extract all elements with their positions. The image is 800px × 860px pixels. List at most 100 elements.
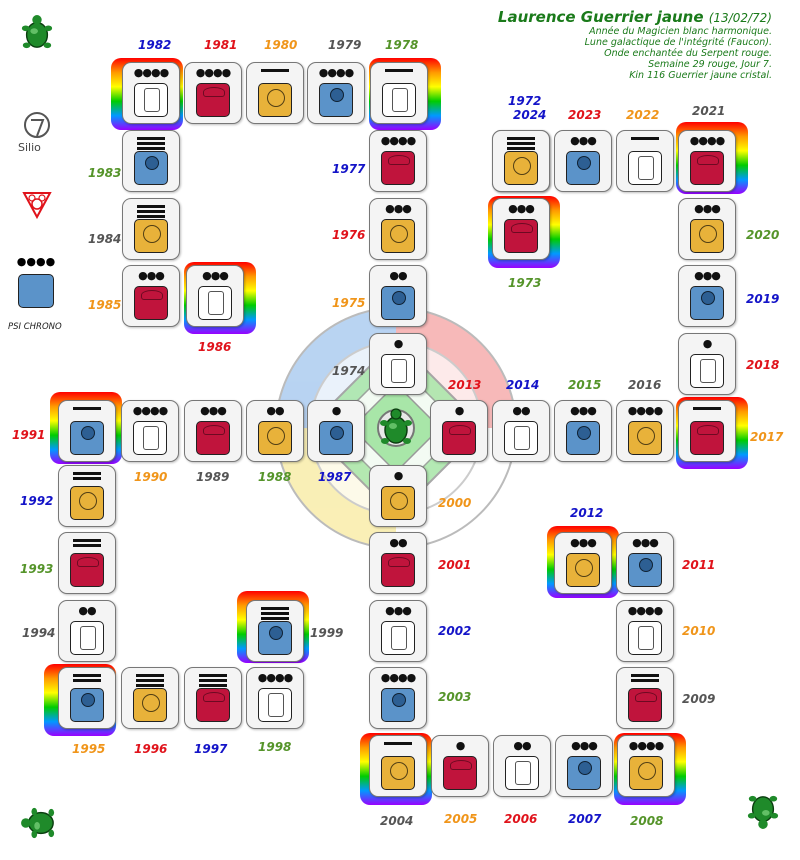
tone-dots: ●●● [385,202,412,215]
tone-bar [73,679,101,682]
tile-1981: ●●●● [184,62,242,124]
tile-1975: ●● [369,265,427,327]
tone-dots: ●● [78,604,96,617]
tone-bar [136,679,164,682]
tone-dots: ● [455,739,466,752]
year-label: 1993 [20,562,54,576]
tile-1999 [246,600,304,662]
red-glyph-icon [196,688,230,722]
year-label: 2002 [438,624,472,638]
tone-dots: ●●● [202,269,229,282]
red-glyph-icon [196,83,230,117]
year-label: 2007 [568,812,602,826]
tone-bar [137,137,165,140]
tone-dots: ●●● [694,269,721,282]
tile-1994: ●● [58,600,116,662]
tone-bar [199,679,227,682]
tile-2008: ●●●● [617,735,675,797]
tone-dots: ●●●● [133,66,169,79]
blue-glyph-icon [381,688,415,722]
tile-2018: ● [678,333,736,395]
red-glyph-icon [442,421,476,455]
year-label: 1973 [508,276,542,290]
tile-1989: ●●● [184,400,242,462]
year-label: 2012 [570,506,604,520]
white-glyph-icon [382,83,416,117]
tone-bar [261,617,289,620]
year-label: 2020 [746,228,780,242]
tone-dots: ● [702,337,713,350]
tone-dots: ●●● [694,202,721,215]
red-triangle-icon [22,190,52,220]
yellow-glyph-icon [566,553,600,587]
year-label: 1983 [88,166,122,180]
tone-dots: ●●● [508,202,535,215]
year-label: 1995 [72,742,106,756]
blue-glyph-icon [319,83,353,117]
tile-1992 [58,465,116,527]
tile-1978 [370,62,428,124]
tone-dots: ●●●● [195,66,231,79]
blue-glyph-icon [381,286,415,320]
silio-icon [22,110,52,140]
white-glyph-icon [258,688,292,722]
year-label: 2021 [692,104,726,118]
white-glyph-icon [70,621,104,655]
tile-2016: ●●●● [616,400,674,462]
tone-bar [631,679,659,682]
year-label: 1982 [138,38,172,52]
blue-glyph-icon [70,688,104,722]
tone-bar [73,539,101,542]
yellow-glyph-icon [381,219,415,253]
yellow-glyph-icon [628,421,662,455]
tone-dots: ●●● [138,269,165,282]
year-label: 1974 [332,364,366,378]
year-label: 2015 [568,378,602,392]
tile-2013: ● [430,400,488,462]
tone-dots: ●● [389,269,407,282]
year-label: 1997 [194,742,228,756]
year-label: 1977 [332,162,366,176]
tile-2022 [616,130,674,192]
tile-1974: ● [369,333,427,395]
tile-2000: ● [369,465,427,527]
tile-2015: ●●● [554,400,612,462]
year-label: 1998 [258,740,292,754]
yellow-glyph-icon [629,756,663,790]
psi-chrono-icon: ●●●● [14,256,58,318]
tile-1995 [58,667,116,729]
blue-glyph-icon [319,421,353,455]
tone-dots: ●●● [571,739,598,752]
blue-glyph-icon [628,553,662,587]
tone-bar [199,684,227,687]
tone-bar [73,674,101,677]
header-line: Onde enchantée du Serpent rouge. [604,48,772,59]
year-label: 1989 [196,470,230,484]
tone-bar [507,142,535,145]
header-block: Laurence Guerrier jaune (13/02/72) Année… [498,8,772,81]
red-glyph-icon [504,219,538,253]
tile-2023: ●●● [554,130,612,192]
year-label: 2019 [746,292,780,306]
tile-1983 [122,130,180,192]
year-label: 2006 [504,812,538,826]
white-glyph-icon [381,354,415,388]
year-label: 2003 [438,690,472,704]
yellow-glyph-icon [258,421,292,455]
tone-bar [73,407,101,410]
tile-1998: ●●●● [246,667,304,729]
tone-dots: ●●●● [257,671,293,684]
white-glyph-icon [381,621,415,655]
tone-bar [136,674,164,677]
tone-bar [693,407,721,410]
tile-1976: ●●● [369,198,427,260]
year-label: 2001 [438,558,472,572]
tone-dots: ●●● [632,536,659,549]
red-glyph-icon [690,421,724,455]
tone-bar [507,147,535,150]
white-glyph-icon [504,421,538,455]
tone-dots: ●● [389,536,407,549]
tone-bar [261,607,289,610]
tone-bar [384,742,412,745]
